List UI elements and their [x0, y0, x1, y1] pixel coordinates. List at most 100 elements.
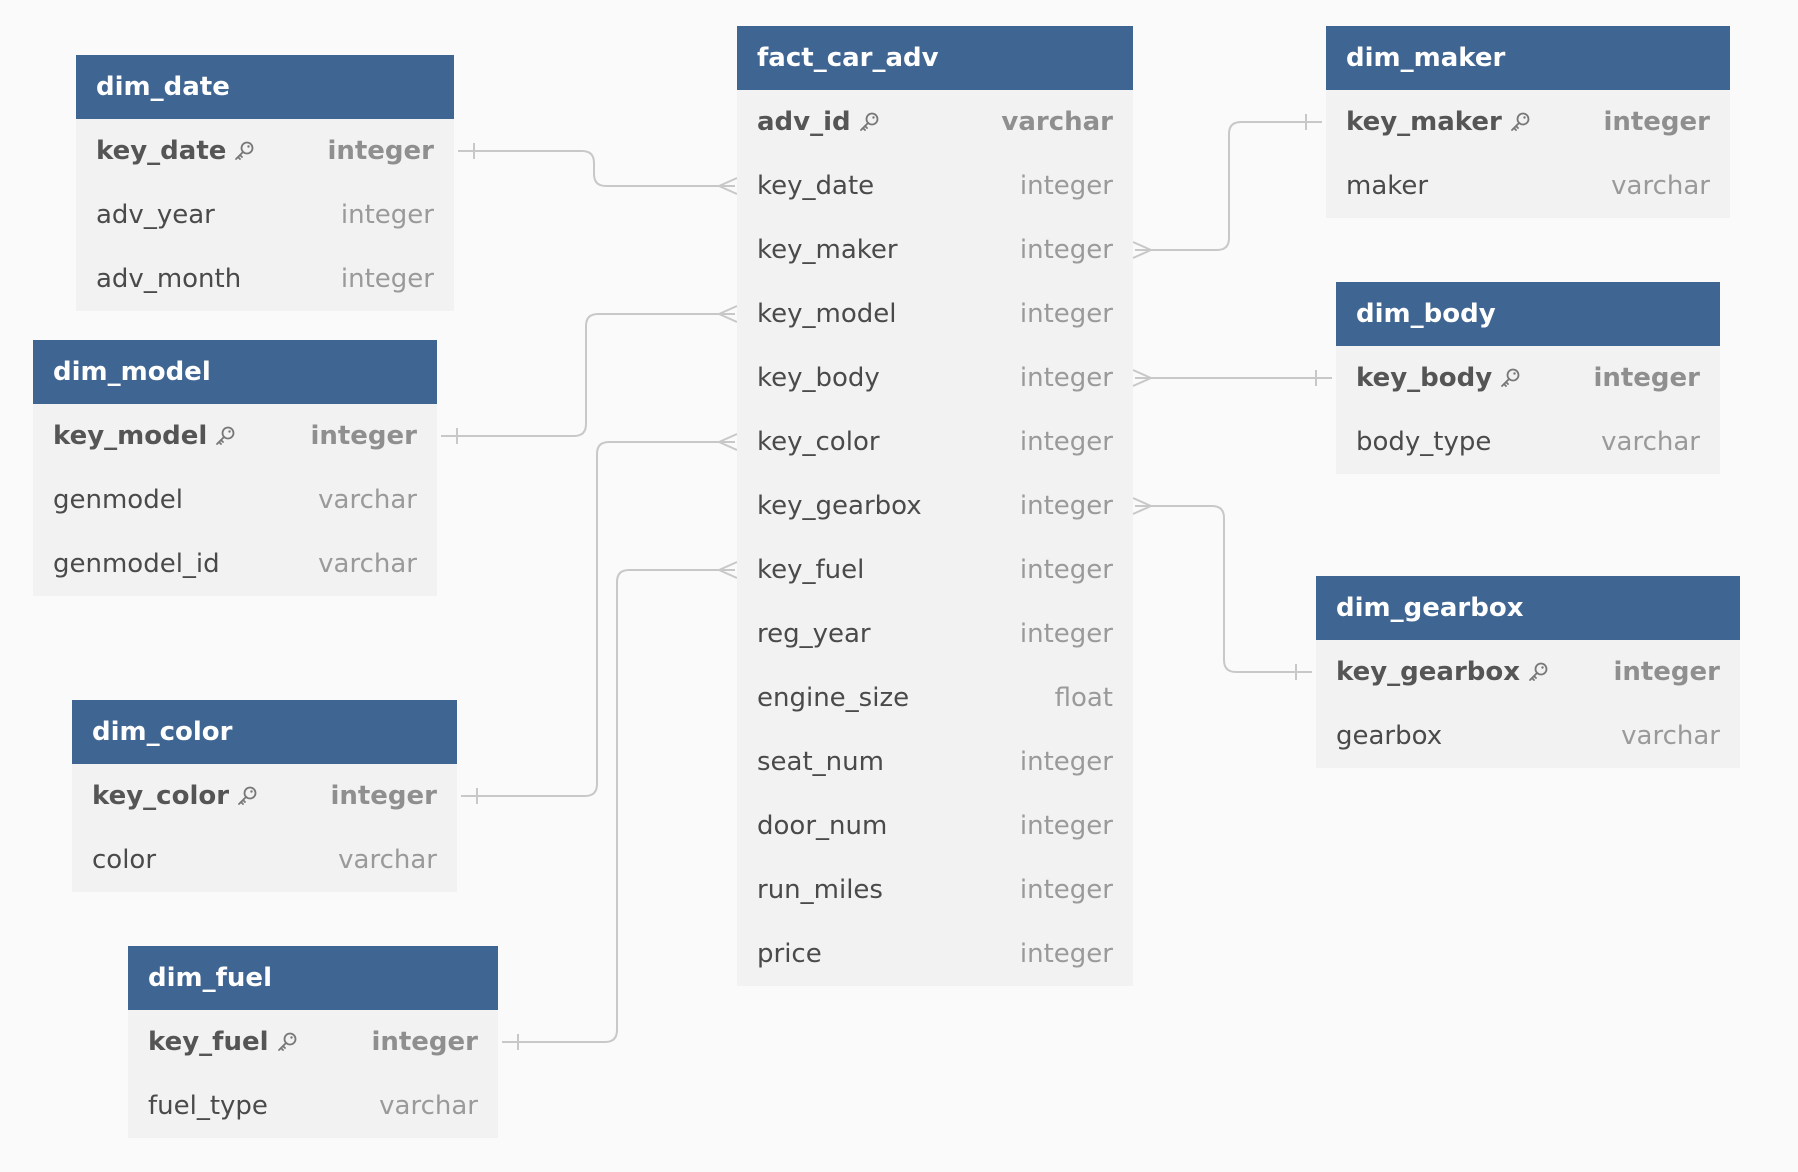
relation-dim-gearbox-many-marker — [1132, 497, 1152, 515]
table-title[interactable]: dim_date — [76, 55, 454, 119]
field-row[interactable]: body_type varchar — [1336, 410, 1720, 474]
field-row[interactable]: maker varchar — [1326, 154, 1730, 218]
table-title[interactable]: dim_maker — [1326, 26, 1730, 90]
field-name-group: price — [757, 939, 822, 969]
field-row[interactable]: adv_month integer — [76, 247, 454, 311]
table-title[interactable]: fact_car_adv — [737, 26, 1133, 90]
field-name-group: key_body — [757, 363, 880, 393]
field-name-group: key_fuel — [757, 555, 864, 585]
field-type: integer — [1019, 491, 1113, 521]
field-name-group: key_color — [92, 781, 258, 811]
field-type: varchar — [379, 1091, 478, 1121]
field-row[interactable]: key_gearbox integer — [737, 474, 1133, 538]
table-title[interactable]: dim_gearbox — [1316, 576, 1740, 640]
key-icon — [858, 111, 880, 133]
table-title[interactable]: dim_body — [1336, 282, 1720, 346]
table-title[interactable]: dim_model — [33, 340, 437, 404]
field-type: integer — [1019, 811, 1113, 841]
field-name-group: genmodel — [53, 485, 183, 515]
field-name: maker — [1346, 171, 1429, 201]
field-type: integer — [1019, 235, 1113, 265]
field-name: key_gearbox — [757, 491, 922, 521]
field-type: integer — [1019, 171, 1113, 201]
key-icon — [236, 785, 258, 807]
field-row[interactable]: price integer — [737, 922, 1133, 986]
field-row[interactable]: key_date integer — [737, 154, 1133, 218]
field-type: integer — [1613, 657, 1720, 687]
field-name: engine_size — [757, 683, 910, 713]
field-name-group: maker — [1346, 171, 1428, 201]
field-name: key_color — [92, 781, 230, 811]
field-name-group: seat_num — [757, 747, 884, 777]
field-name: key_model — [53, 421, 208, 451]
field-name: genmodel_id — [53, 549, 220, 579]
field-name-group: adv_month — [96, 264, 241, 294]
key-icon — [276, 1031, 298, 1053]
relation-dim-body-many-marker — [1132, 369, 1152, 387]
table-title[interactable]: dim_color — [72, 700, 457, 764]
field-name-group: run_miles — [757, 875, 883, 905]
field-name: genmodel — [53, 485, 183, 515]
relation-dim-model-line — [441, 313, 735, 437]
field-name-group: reg_year — [757, 619, 871, 649]
field-name-group: fuel_type — [148, 1091, 268, 1121]
relation-dim-model-many-marker — [718, 305, 738, 323]
field-name: key_date — [96, 136, 227, 166]
field-name-group: key_model — [757, 299, 896, 329]
field-name: key_model — [757, 299, 897, 329]
field-name-group: key_gearbox — [757, 491, 922, 521]
field-name: fuel_type — [148, 1091, 268, 1121]
relation-dim-date-line — [458, 150, 735, 187]
field-type: varchar — [1621, 721, 1720, 751]
field-type: varchar — [1601, 427, 1700, 457]
field-type: varchar — [1611, 171, 1710, 201]
relation-dim-color-line — [461, 441, 735, 797]
field-type: integer — [340, 264, 434, 294]
field-name: key_date — [757, 171, 875, 201]
key-icon — [1527, 661, 1549, 683]
field-name-group: key_fuel — [148, 1027, 298, 1057]
field-name: adv_year — [96, 200, 215, 230]
field-type: varchar — [318, 549, 417, 579]
field-name-group: engine_size — [757, 683, 909, 713]
table-title[interactable]: dim_fuel — [128, 946, 498, 1010]
field-row[interactable]: fuel_type varchar — [128, 1074, 498, 1138]
field-name: body_type — [1356, 427, 1492, 457]
field-name-group: key_model — [53, 421, 236, 451]
field-name: color — [92, 845, 157, 875]
field-row[interactable]: genmodel_id varchar — [33, 532, 437, 596]
field-type: integer — [1019, 939, 1113, 969]
